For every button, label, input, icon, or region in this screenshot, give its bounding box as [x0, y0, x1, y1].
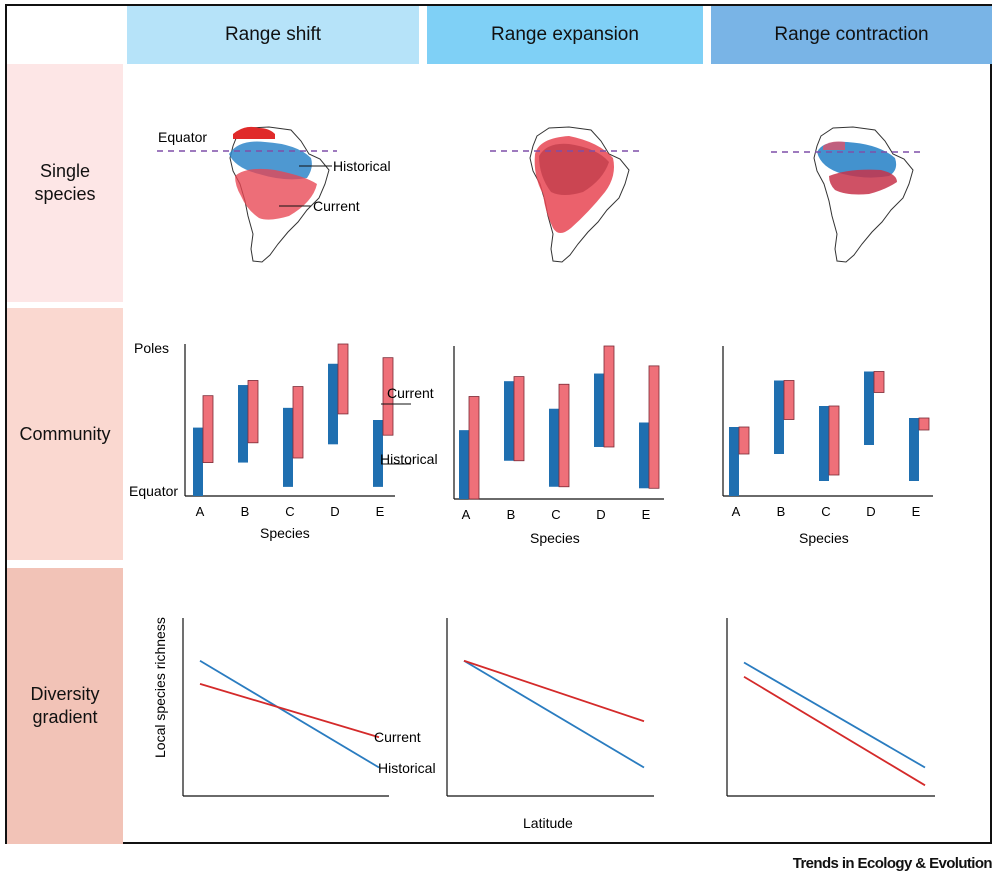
current-range-bar: [828, 405, 840, 476]
current-richness-line: [199, 682, 380, 739]
historical-range-bar: [328, 363, 338, 445]
historical-richness-line: [743, 661, 926, 769]
historical-range: [817, 141, 897, 178]
column-header-range-contraction: Range contraction: [711, 6, 992, 64]
current-richness-line: [463, 659, 645, 723]
species-tick-label: D: [596, 507, 605, 522]
current-range-bar: [558, 383, 570, 488]
species-tick-label: D: [330, 504, 339, 519]
species-tick-label: B: [777, 504, 786, 519]
species-tick-label: E: [376, 504, 385, 519]
species-tick-label: A: [196, 504, 205, 519]
community-chart-2: A B C D E: [453, 345, 664, 522]
current-range-bar: [292, 386, 304, 459]
historical-range-bar: [729, 427, 739, 496]
historical-range-bar: [774, 380, 784, 454]
current-range-bar: [918, 417, 930, 431]
historical-range-bar: [549, 408, 559, 487]
figure-frame: Range shift Range expansion Range contra…: [5, 4, 992, 844]
current-range-bar: [513, 376, 525, 462]
map-range-shift: Equator Historical Current: [157, 126, 391, 263]
column-header-range-expansion: Range expansion: [427, 6, 703, 64]
historical-range-bar: [909, 418, 919, 481]
species-tick-label: B: [241, 504, 250, 519]
publisher-credit: Trends in Ecology & Evolution: [792, 855, 993, 872]
species-tick-label: D: [866, 504, 875, 519]
current-range: [235, 168, 317, 220]
current-range-north-patch: [233, 126, 275, 139]
species-tick-label: C: [551, 507, 560, 522]
current-range-bar: [247, 380, 259, 444]
species-tick-label: E: [912, 504, 921, 519]
current-richness-line: [743, 675, 926, 787]
diversity-chart-3: [726, 618, 935, 797]
row-label: Diversity gradient: [30, 684, 100, 727]
community-chart-3: A B C D E: [722, 346, 933, 519]
historical-label: Historical: [333, 158, 391, 174]
current-range-bar: [783, 380, 795, 420]
historical-range-bar: [193, 427, 203, 496]
map-range-expansion: [490, 126, 642, 263]
diversity-chart-1: [182, 618, 389, 797]
community-chart-1: A B C D E: [184, 343, 395, 519]
historical-range-bar: [504, 381, 514, 461]
species-tick-label: A: [462, 507, 471, 522]
current-label: Current: [313, 198, 360, 214]
historical-range-bar: [864, 371, 874, 445]
diversity-charts: [182, 618, 935, 797]
diversity-chart-2: [446, 618, 654, 797]
map-range-contraction: [771, 126, 924, 263]
current-range-bar: [382, 357, 394, 436]
column-label: Range shift: [224, 24, 322, 45]
current-range-north-patch: [823, 141, 845, 150]
species-tick-label: A: [732, 504, 741, 519]
current-range-bar: [468, 396, 480, 500]
historical-range-bar: [459, 430, 469, 499]
species-tick-label: B: [507, 507, 516, 522]
current-range-bar: [873, 371, 885, 393]
current-range-bar: [738, 426, 750, 455]
historical-richness-line: [199, 659, 380, 769]
historical-range-bar: [639, 422, 649, 489]
row-header-diversity-gradient: Diversity gradient: [7, 568, 123, 844]
historical-range-bar: [594, 373, 604, 447]
current-range-bar: [603, 345, 615, 448]
species-tick-label: C: [821, 504, 830, 519]
historical-range-bar: [283, 407, 293, 487]
current-range-bar: [337, 343, 349, 415]
column-label: Range contraction: [774, 24, 929, 45]
row-header-single-species: Single species: [7, 64, 123, 302]
historical-range-bar: [238, 385, 248, 463]
current-range: [829, 169, 897, 195]
row-label: Single species: [34, 161, 96, 204]
historical-richness-line: [463, 659, 645, 769]
row-label: Community: [19, 423, 111, 444]
column-header-range-shift: Range shift: [127, 6, 419, 64]
species-tick-label: C: [285, 504, 294, 519]
row-header-community: Community: [7, 308, 123, 560]
single-species-maps: Equator Historical Current: [157, 126, 924, 263]
current-range-bar: [648, 365, 660, 489]
historical-range-bar: [819, 406, 829, 481]
historical-range-bar: [373, 420, 383, 487]
historical-range: [539, 143, 609, 195]
equator-label: Equator: [158, 129, 207, 145]
current-range-bar: [202, 395, 214, 463]
column-label: Range expansion: [491, 24, 639, 45]
species-tick-label: E: [642, 507, 651, 522]
